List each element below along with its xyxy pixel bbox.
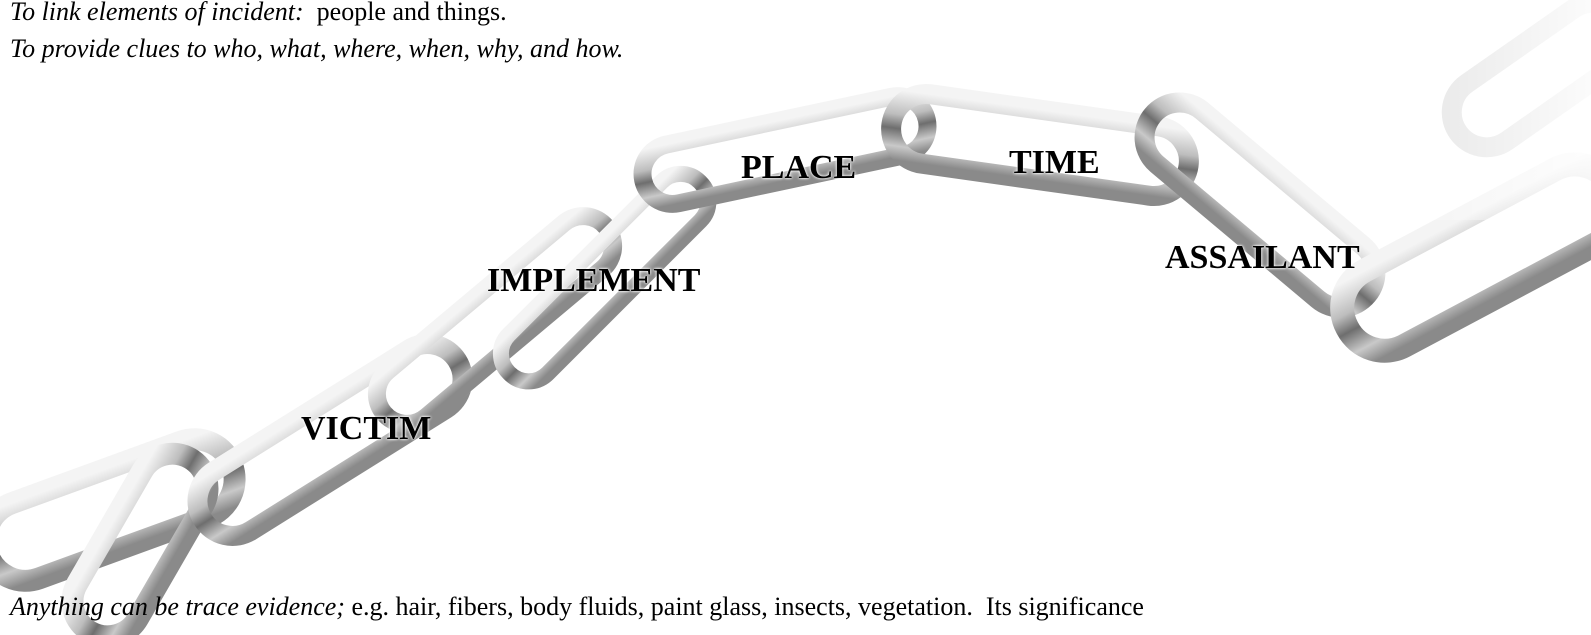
trace-evidence-plain: e.g. hair, fibers, body fluids, paint gl… [345, 592, 1144, 621]
chain-label-assailant: ASSAILANT [1165, 240, 1360, 276]
purpose-line-2: To provide clues to who, what, where, wh… [10, 34, 623, 64]
purpose-line-2-italic: To provide clues to who, what, where, wh… [10, 34, 623, 63]
purpose-line-1-italic: To link elements of incident: [10, 0, 304, 26]
trace-evidence-line: Anything can be trace evidence; e.g. hai… [10, 592, 1144, 622]
chain-label-time: TIME [1009, 145, 1100, 181]
chain-label-place: PLACE [741, 150, 856, 186]
chain-label-implement: IMPLEMENT [487, 263, 700, 299]
purpose-line-1-plain: people and things. [304, 0, 507, 26]
chain-label-victim: VICTIM [301, 411, 431, 447]
purpose-line-1: To link elements of incident: people and… [10, 0, 507, 27]
trace-evidence-italic: Anything can be trace evidence; [10, 592, 345, 621]
chain-link [365, 204, 626, 436]
